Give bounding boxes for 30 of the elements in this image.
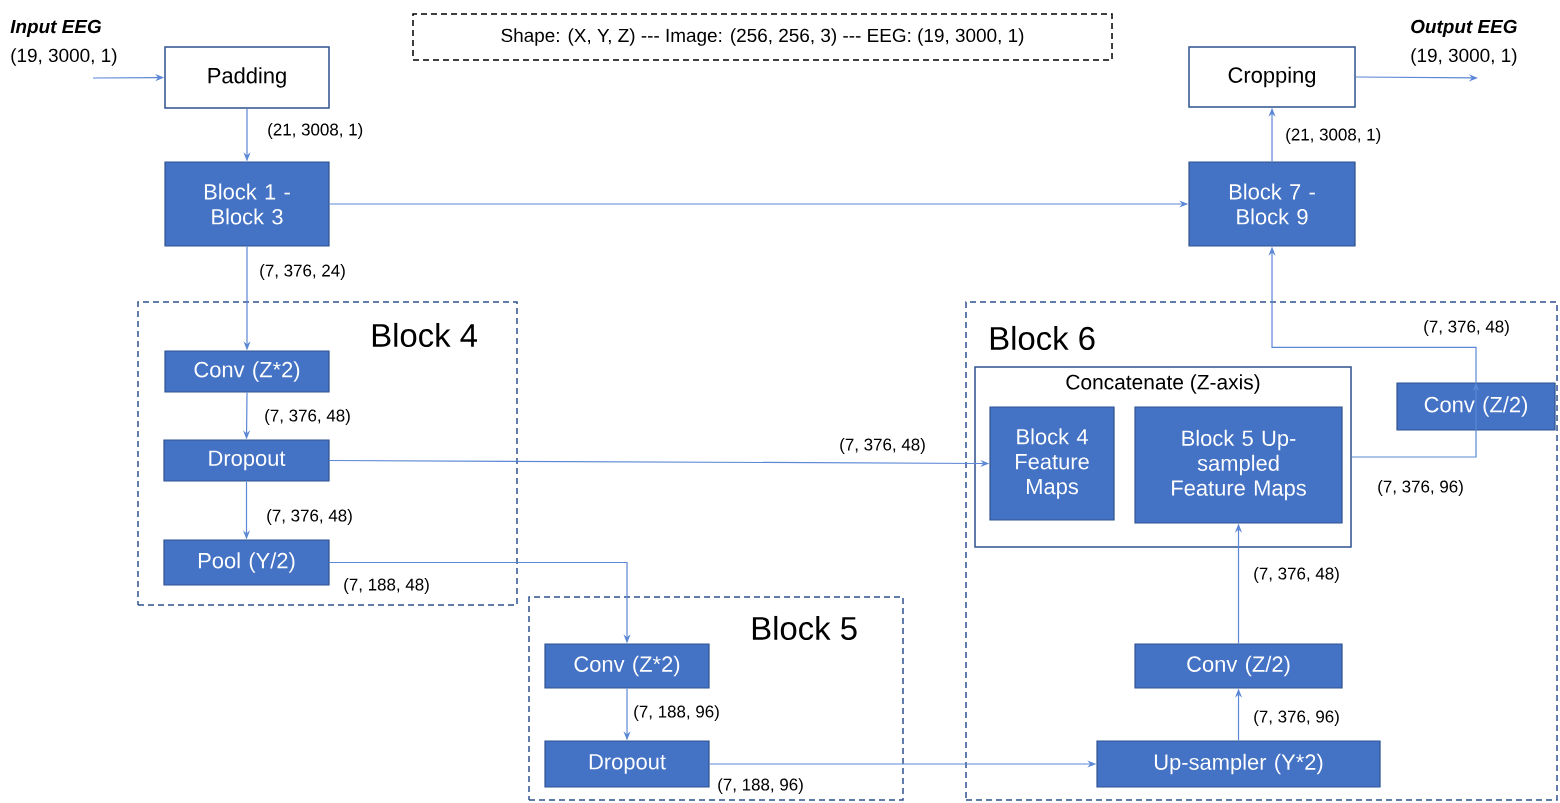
process-box: Block 7 - Block 9 (1188, 161, 1356, 247)
edge-label: (21, 3008, 1) (1284, 127, 1383, 145)
process-box: Conv (Z/2) (1396, 382, 1556, 431)
edge-label: (7, 376, 96) (1376, 479, 1465, 497)
io-label: Input EEG (19, 3000, 1) (10, 19, 117, 66)
process-box: Dropout (544, 740, 710, 788)
edge-label: (7, 188, 96) (716, 777, 805, 795)
note-box: Shape: (X, Y, Z) --- Image: (256, 256, 3) --- EEG: (19, 3000, 1) (412, 13, 1113, 61)
io-label: Output EEG (19, 3000, 1) (1411, 19, 1517, 66)
process-box: Up-sampler (Y*2) (1096, 740, 1381, 788)
process-box: Conv (Z*2) (544, 643, 710, 689)
process-box: Cropping (1188, 46, 1356, 108)
process-box: Block 4 Feature Maps (989, 406, 1115, 521)
edge-label: (7, 376, 48) (265, 508, 354, 526)
edge-label: (7, 376, 24) (258, 263, 347, 281)
process-box: Block 1 - Block 3 (164, 161, 330, 247)
process-box: Conv (Z/2) (1134, 643, 1343, 689)
edge-label: (7, 188, 96) (632, 704, 721, 722)
edge-label: (7, 376, 48) (1422, 319, 1511, 337)
edge-label: (7, 376, 48) (263, 408, 352, 426)
process-box: Padding (164, 46, 330, 109)
process-box: Conv (Z*2) (164, 350, 330, 393)
edge-label: (7, 376, 48) (838, 437, 927, 455)
edge-label: (7, 376, 96) (1252, 709, 1341, 727)
process-box: Block 5 Up-sampled Feature Maps (1134, 406, 1343, 524)
edge-label: (7, 188, 48) (342, 577, 431, 595)
edge-label: (21, 3008, 1) (266, 122, 365, 140)
process-box: Dropout (163, 439, 330, 482)
edge-label: (7, 376, 48) (1252, 566, 1341, 584)
process-box: Pool (Y/2) (163, 539, 330, 586)
